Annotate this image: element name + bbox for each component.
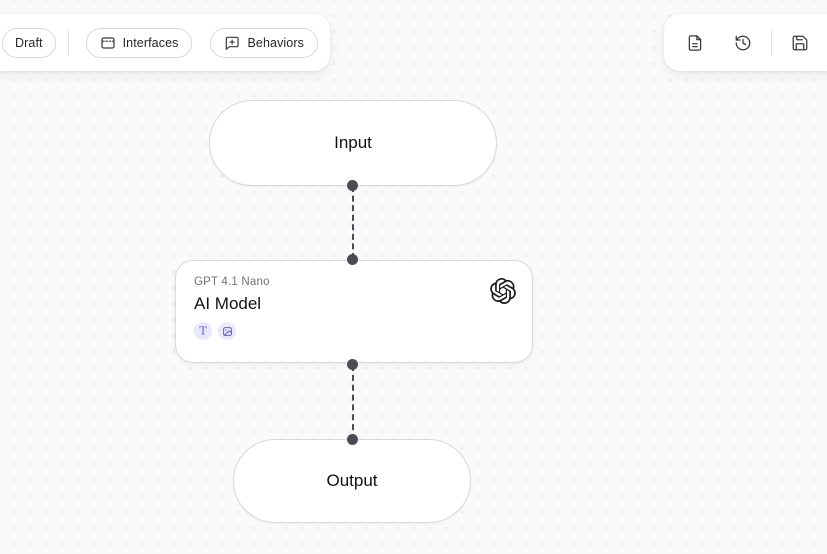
input-node-source-port[interactable] (347, 180, 358, 191)
ai-model-source-port[interactable] (347, 359, 358, 370)
left-toolbar: Draft Interfaces Behaviors (0, 14, 330, 71)
draft-button[interactable]: Draft (2, 27, 56, 58)
openai-logo-icon (490, 278, 516, 304)
behaviors-button-label: Behaviors (247, 35, 304, 50)
interfaces-button-label: Interfaces (122, 35, 179, 50)
text-icon: T (199, 324, 207, 337)
output-node[interactable]: Output (233, 439, 471, 523)
document-button[interactable] (686, 34, 704, 52)
ai-model-node[interactable]: GPT 4.1 Nano AI Model T (175, 260, 533, 363)
input-node[interactable]: Input (209, 100, 497, 186)
capability-badges: T (194, 322, 516, 340)
document-icon (686, 34, 704, 52)
edge-model-to-output (352, 365, 354, 440)
message-plus-icon (224, 35, 240, 51)
image-capability-badge (218, 322, 236, 340)
draft-button-label: Draft (15, 35, 43, 50)
ai-model-title: AI Model (194, 294, 262, 313)
behaviors-button[interactable]: Behaviors (210, 27, 318, 58)
output-node-target-port[interactable] (347, 434, 358, 445)
right-toolbar (664, 14, 827, 71)
history-icon (734, 34, 752, 52)
edge-input-to-model (352, 186, 354, 259)
image-icon (222, 326, 233, 337)
output-node-label: Output (326, 471, 378, 490)
toolbar-divider (771, 29, 772, 56)
ai-model-target-port[interactable] (347, 254, 358, 265)
ai-model-subtitle: GPT 4.1 Nano (194, 276, 270, 288)
save-button[interactable] (791, 34, 809, 52)
interfaces-button[interactable]: Interfaces (85, 27, 193, 58)
input-node-label: Input (334, 133, 372, 152)
history-button[interactable] (734, 34, 752, 52)
toolbar-divider (67, 29, 69, 56)
save-icon (791, 34, 809, 52)
window-icon (100, 35, 116, 51)
text-capability-badge: T (194, 322, 212, 340)
